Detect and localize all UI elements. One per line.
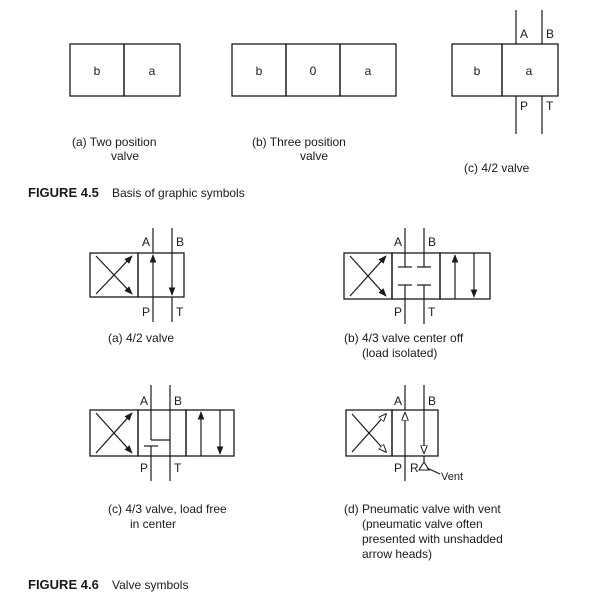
caption-pneumatic: (d) Pneumatic valve with vent xyxy=(344,502,501,516)
valve-cell-right xyxy=(137,252,185,298)
caption-load-free-line2: in center xyxy=(130,517,176,531)
caption-pneumatic-line4: arrow heads) xyxy=(362,547,432,561)
figure-title: Basis of graphic symbols xyxy=(112,186,245,200)
port-label-t: T xyxy=(546,99,554,113)
cell-label: b xyxy=(256,64,263,78)
port-label-b: B xyxy=(428,394,436,408)
port-label-a: A xyxy=(140,394,148,408)
valve-cell-center xyxy=(391,252,441,300)
cell-label: a xyxy=(526,64,533,78)
caption-center-off-line2: (load isolated) xyxy=(362,346,437,360)
valve-cell-a xyxy=(339,43,397,97)
valve-cell-right xyxy=(185,409,235,457)
valve-cell-right xyxy=(391,409,439,457)
caption-load-free: (c) 4/3 valve, load free xyxy=(108,502,227,516)
figure-number: FIGURE 4.5 xyxy=(28,185,99,200)
port-label-t: T xyxy=(174,461,182,475)
port-label-r: R xyxy=(410,461,419,475)
cell-label: 0 xyxy=(310,64,317,78)
port-label-a: A xyxy=(142,235,150,249)
caption-three-position: (b) Three position xyxy=(252,135,346,149)
port-label-b: B xyxy=(428,235,436,249)
figure-title: Valve symbols xyxy=(112,578,188,592)
port-label-p: P xyxy=(394,305,402,319)
port-label-b: B xyxy=(546,27,554,41)
caption-two-position: (a) Two position xyxy=(72,135,157,149)
three-position-valve-symbol: b 0 a xyxy=(231,43,397,97)
four-two-valve-basis-symbol: b a A B P T xyxy=(451,10,559,134)
valve-cell-right xyxy=(439,252,491,300)
vent-label: Vent xyxy=(441,471,463,483)
port-label-p: P xyxy=(394,461,402,475)
caption-two-position-line2: valve xyxy=(111,149,139,163)
valve-symbol-4-2: A B P T xyxy=(89,228,185,322)
port-label-a: A xyxy=(394,394,402,408)
cell-label: b xyxy=(94,64,101,78)
port-label-a: A xyxy=(520,27,528,41)
port-label-p: P xyxy=(520,99,528,113)
port-label-a: A xyxy=(394,235,402,249)
valve-cell-a xyxy=(501,43,559,97)
vent-exhaust-icon xyxy=(418,460,430,471)
vent-leader-line xyxy=(426,467,441,475)
flow-arrow xyxy=(351,413,386,452)
caption-pneumatic-line2: (pneumatic valve often xyxy=(362,517,483,531)
port-label-b: B xyxy=(174,394,182,408)
caption-three-position-line2: valve xyxy=(300,149,328,163)
caption-four-two: (c) 4/2 valve xyxy=(464,161,530,175)
flow-arrow xyxy=(95,255,133,295)
valve-cell-center xyxy=(137,409,187,457)
port-label-b: B xyxy=(176,235,184,249)
valve-symbol-pneumatic: A B P R Vent xyxy=(345,385,463,483)
port-label-t: T xyxy=(176,305,184,319)
caption-pneumatic-line3: presented with unshadded xyxy=(362,532,503,546)
flow-arrow xyxy=(349,255,387,297)
flow-arrow xyxy=(95,412,133,454)
two-position-valve-symbol: b a xyxy=(69,43,181,97)
port-label-p: P xyxy=(142,305,150,319)
port-label-t: T xyxy=(428,305,436,319)
valve-symbol-4-3-center-off: A B P T xyxy=(343,228,491,324)
caption-4-2-valve: (a) 4/2 valve xyxy=(108,331,174,345)
port-label-p: P xyxy=(140,461,148,475)
cell-label: a xyxy=(149,64,156,78)
valve-cell-a xyxy=(123,43,181,97)
cell-label: a xyxy=(365,64,372,78)
figure-number: FIGURE 4.6 xyxy=(28,577,99,592)
caption-center-off: (b) 4/3 valve center off xyxy=(344,331,464,345)
cell-label: b xyxy=(474,64,481,78)
valve-symbol-4-3-load-free: A B P T xyxy=(89,385,235,481)
